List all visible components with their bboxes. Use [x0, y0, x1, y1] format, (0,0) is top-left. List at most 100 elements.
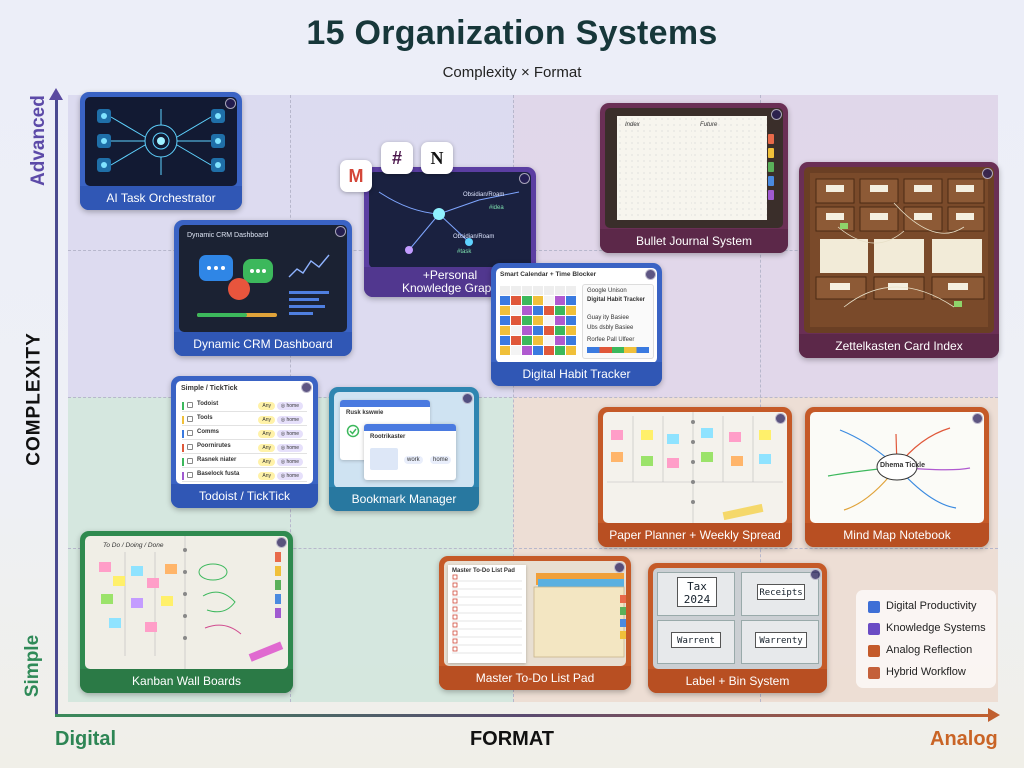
- habit-row: Rorfee Pall Ulfeer: [587, 337, 635, 343]
- card-bullet-journal-system[interactable]: Index Future Bullet Journal System: [600, 103, 788, 253]
- category-dot: [519, 173, 530, 184]
- card-digital-habit-tracker[interactable]: Smart Calendar + Time Blocker Google Uni…: [491, 263, 662, 386]
- todo-pill: ◎ home: [276, 416, 303, 424]
- habit-cell: [522, 346, 532, 355]
- card-title: Digital Habit Tracker: [491, 362, 662, 386]
- bookmark-tag[interactable]: work: [404, 456, 423, 464]
- card-title: Mind Map Notebook: [805, 523, 989, 547]
- card-label-bin-system[interactable]: Tax 2024 Receipts Warrent Warrenty Label…: [648, 563, 827, 693]
- journal-tab: [768, 148, 774, 158]
- habit-panel: Google Unison Digital Habit Tracker Guay…: [582, 284, 654, 359]
- todo-pill: Any: [258, 458, 275, 466]
- category-dot: [982, 168, 993, 179]
- card-illustration: [603, 412, 787, 523]
- todo-pill: ◎ home: [276, 402, 303, 410]
- habit-cell: [544, 316, 554, 325]
- habit-grid: [500, 286, 576, 355]
- card-personal-knowledge-graph[interactable]: Obsidian/Roam #idea Obsidian/Roam #task …: [364, 167, 536, 297]
- habit-cell: [544, 286, 554, 295]
- x-axis: [55, 708, 1000, 722]
- habit-cell: [566, 296, 576, 305]
- graph-node-label: Obsidian/Roam: [453, 234, 495, 240]
- card-illustration: Tax 2024 Receipts Warrent Warrenty: [653, 568, 822, 669]
- y-axis-top-label: Advanced: [28, 95, 49, 186]
- card-illustration: Dhema Tickle: [810, 412, 984, 523]
- card-dynamic-crm-dashboard[interactable]: Dynamic CRM Dashboard Dynamic CRM Dashbo…: [174, 220, 352, 356]
- todo-checkbox[interactable]: [187, 416, 193, 422]
- crm-screen-title: Dynamic CRM Dashboard: [187, 232, 269, 239]
- category-dot: [775, 413, 786, 424]
- habit-cell: [544, 336, 554, 345]
- todo-pill: Any: [258, 472, 275, 480]
- todo-checkbox[interactable]: [187, 430, 193, 436]
- todo-checkbox[interactable]: [187, 402, 193, 408]
- kanban-header: To Do / Doing / Done: [103, 542, 164, 549]
- bin-label: Tax 2024: [677, 577, 717, 607]
- bookmark-window-title: Rusk kswwie: [346, 410, 384, 416]
- todo-label: Rasnek niater: [197, 457, 237, 463]
- todo-pill: Any: [258, 416, 275, 424]
- habit-cell: [500, 306, 510, 315]
- grid-line: [68, 397, 998, 398]
- card-zettelkasten-card-index[interactable]: Zettelkasten Card Index: [799, 162, 999, 358]
- checkbox-list-icon: [452, 574, 522, 654]
- habit-row: Ubs dsbly Basiee: [587, 325, 634, 331]
- bin-label: Receipts: [757, 584, 805, 600]
- habit-cell: [500, 296, 510, 305]
- card-illustration: Obsidian/Roam #idea Obsidian/Roam #task: [369, 172, 531, 268]
- legend-swatch: [868, 623, 880, 635]
- habit-cell: [511, 326, 521, 335]
- habit-cell: [555, 336, 565, 345]
- card-illustration: [85, 97, 237, 186]
- habit-cell: [511, 346, 521, 355]
- habit-cell: [522, 286, 532, 295]
- card-bookmark-manager[interactable]: Rusk kswwie Rootrikaster work home Bookm…: [329, 387, 479, 511]
- network-hub-icon: [97, 109, 225, 175]
- habit-cell: [522, 336, 532, 345]
- check-circle-icon: [346, 424, 360, 438]
- category-dot: [335, 226, 346, 237]
- journal-future: Future: [700, 122, 718, 128]
- habit-cell: [511, 286, 521, 295]
- bookmark-tag[interactable]: home: [430, 456, 452, 464]
- card-master-to-do-list-pad[interactable]: Master To-Do List Pad Master To-Do List …: [439, 556, 631, 690]
- todo-pill: ◎ home: [276, 444, 303, 452]
- chat-bubbles-icon: [197, 254, 330, 317]
- card-illustration: Master To-Do List Pad: [444, 561, 626, 666]
- todo-checkbox[interactable]: [187, 472, 193, 478]
- habit-cell: [533, 336, 543, 345]
- bin-label: Warrenty: [755, 632, 807, 648]
- habit-panel-title: Google Unison: [587, 288, 627, 294]
- todo-pill: ◎ home: [276, 430, 303, 438]
- journal-index: Index: [625, 122, 640, 128]
- todo-checkbox[interactable]: [187, 444, 193, 450]
- habit-cell: [555, 286, 565, 295]
- habit-cell: [511, 296, 521, 305]
- y-axis: [49, 88, 63, 714]
- habit-cell: [566, 306, 576, 315]
- card-paper-planner-weekly-spread[interactable]: Paper Planner + Weekly Spread: [598, 407, 792, 547]
- card-title: Master To-Do List Pad: [439, 666, 631, 690]
- habit-cell: [522, 306, 532, 315]
- habit-cell: [522, 316, 532, 325]
- todo-label: Baselock fusta: [197, 471, 240, 477]
- card-title: Kanban Wall Boards: [80, 669, 293, 693]
- card-kanban-wall-boards[interactable]: To Do / Doing / Done Kanban Wall Boards: [80, 531, 293, 693]
- grid-line: [513, 95, 514, 702]
- habit-cell: [555, 326, 565, 335]
- card-ai-task-orchestrator[interactable]: AI Task Orchestrator: [80, 92, 242, 210]
- card-mind-map-notebook[interactable]: Dhema Tickle Mind Map Notebook: [805, 407, 989, 547]
- todo-pill: Any: [258, 430, 275, 438]
- journal-left-page: [617, 116, 692, 220]
- card-title: Bullet Journal System: [600, 229, 788, 253]
- card-title: AI Task Orchestrator: [80, 186, 242, 210]
- todo-checkbox[interactable]: [187, 458, 193, 464]
